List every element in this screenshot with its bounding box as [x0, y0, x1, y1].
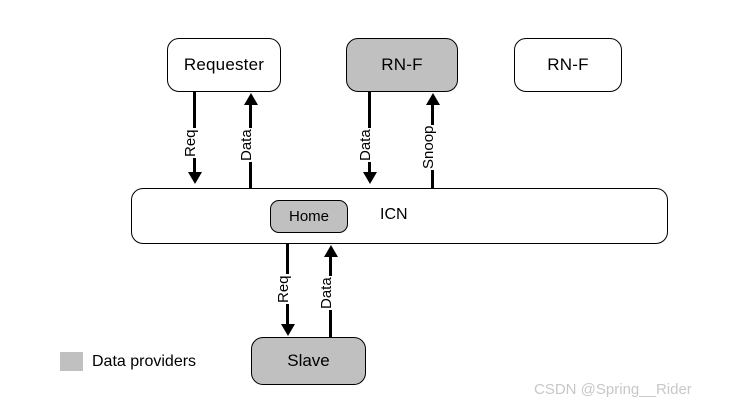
arrow-label-rnf-snoop: Snoop [420, 124, 437, 170]
arrow-label-rnf-data: Data [357, 128, 374, 162]
node-rnf-c-label: RN-F [547, 55, 589, 74]
node-rnf-c[interactable]: RN-F [514, 38, 622, 92]
arrow-label-slave-data: Data [318, 276, 335, 310]
node-slave[interactable]: Slave [251, 337, 366, 385]
arrow-label-slave-req: Req [275, 274, 292, 304]
arrow-slave-req-head [281, 324, 295, 336]
arrow-requester-req-head [188, 172, 202, 184]
node-requester-label: Requester [183, 55, 265, 74]
node-requester[interactable]: Requester [167, 38, 281, 92]
arrow-label-requester-req: Req [182, 128, 199, 158]
arrow-label-requester-data: Data [238, 128, 255, 162]
arrow-requester-data-head [244, 93, 258, 105]
node-home[interactable]: Home [270, 200, 348, 233]
legend-swatch-data-providers [60, 352, 83, 371]
icn-bar[interactable] [131, 188, 668, 244]
icn-label: ICN [380, 206, 408, 223]
watermark: CSDN @Spring__Rider [534, 381, 692, 398]
node-slave-label: Slave [287, 351, 330, 370]
arrow-rnf-data-head [363, 172, 377, 184]
node-home-label: Home [288, 208, 329, 225]
arrow-slave-data-head [324, 245, 338, 257]
node-rnf-b-label: RN-F [381, 55, 423, 74]
legend-label-data-providers: Data providers [92, 353, 197, 370]
node-rnf-b[interactable]: RN-F [346, 38, 458, 92]
arrow-rnf-snoop-head [426, 93, 440, 105]
